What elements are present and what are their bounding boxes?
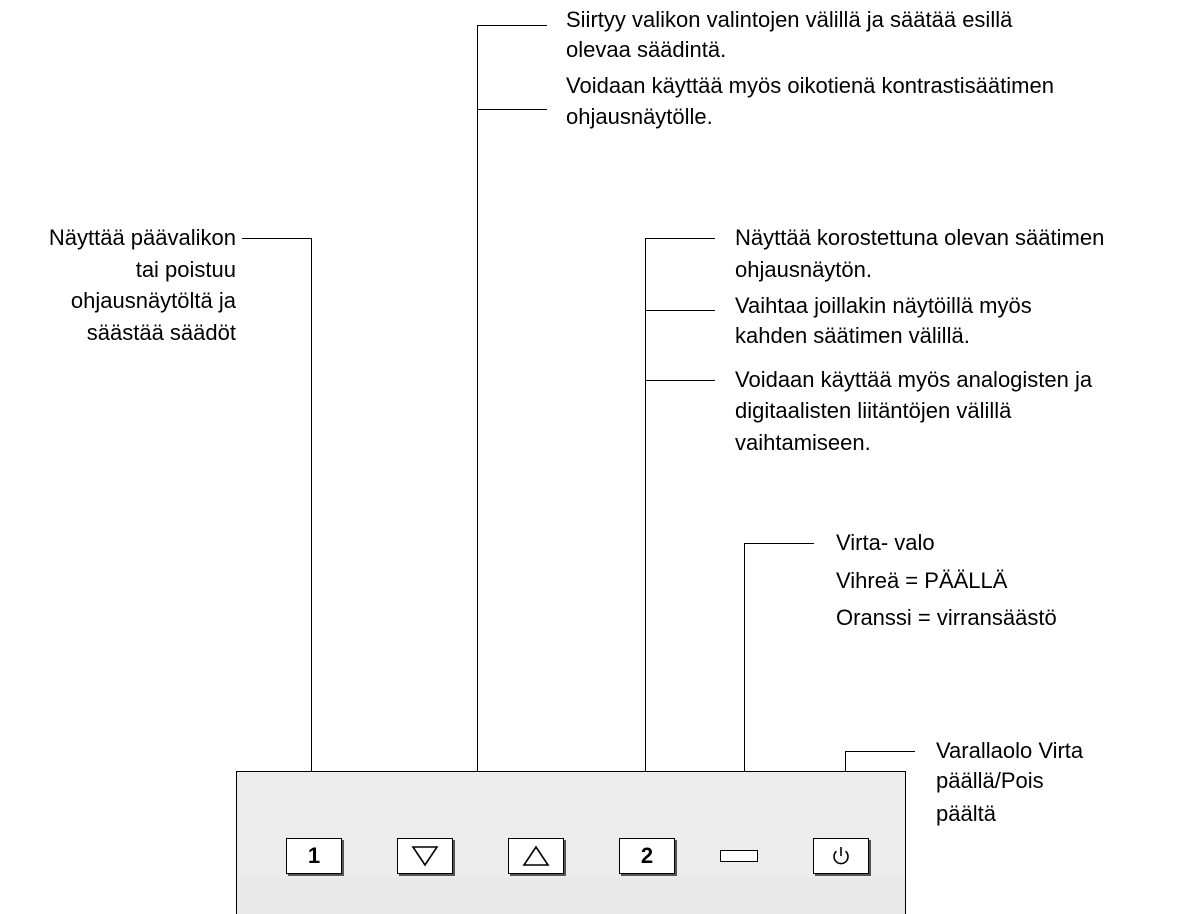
menu-callout-line3: ohjausnäytöltä ja bbox=[70, 288, 236, 313]
menu-leader-vertical bbox=[311, 238, 313, 838]
select-leader-3 bbox=[645, 380, 715, 382]
select-leader-2 bbox=[645, 310, 715, 312]
select-leader-1 bbox=[645, 238, 715, 240]
select-button[interactable]: 2 bbox=[619, 838, 675, 874]
select-callout-line3: Vaihtaa joillakin näytöillä myös bbox=[735, 293, 1032, 318]
power-callout-line1: Varallaolo Virta bbox=[936, 738, 1084, 763]
arrows-leader-middle bbox=[477, 109, 547, 111]
power-callout-line3: päältä bbox=[936, 801, 996, 826]
monitor-bezel-edge bbox=[236, 878, 906, 914]
power-leader-horizontal bbox=[845, 751, 915, 753]
select-callout-line1: Näyttää korostettuna olevan säätimen bbox=[735, 225, 1105, 250]
up-button[interactable] bbox=[508, 838, 564, 874]
down-button[interactable] bbox=[397, 838, 453, 874]
menu-callout-line4: säästää säädöt bbox=[86, 320, 236, 345]
arrows-callout-line4: ohjausnäytölle. bbox=[566, 104, 713, 129]
power-callout-line2: päällä/Pois bbox=[936, 768, 1044, 793]
led-callout-line2: Vihreä = PÄÄLLÄ bbox=[836, 568, 1008, 593]
triangle-up-icon bbox=[521, 844, 551, 868]
arrows-leader-vertical bbox=[477, 25, 479, 772]
menu-callout-line1: Näyttää päävalikon bbox=[48, 225, 236, 250]
power-led-icon bbox=[720, 850, 758, 862]
select-callout-line4: kahden säätimen välillä. bbox=[735, 323, 970, 348]
arrows-callout-line1: Siirtyy valikon valintojen välillä ja sä… bbox=[566, 7, 1013, 32]
arrows-leader-top bbox=[477, 25, 547, 27]
led-callout-line1: Virta- valo bbox=[836, 530, 935, 555]
triangle-down-icon bbox=[410, 844, 440, 868]
select-callout-line2: ohjausnäytön. bbox=[735, 257, 872, 282]
led-leader-vertical bbox=[744, 543, 746, 850]
select-callout-line6: digitaalisten liitäntöjen välillä bbox=[735, 398, 1012, 423]
select-callout-line7: vaihtamiseen. bbox=[735, 430, 871, 455]
arrows-callout-line2: olevaa säädintä. bbox=[566, 37, 727, 62]
select-callout-line5: Voidaan käyttää myös analogisten ja bbox=[735, 367, 1093, 392]
menu-leader-horizontal bbox=[242, 238, 312, 240]
select-leader-vertical bbox=[645, 238, 647, 838]
power-button[interactable] bbox=[813, 838, 869, 874]
menu-callout-line2: tai poistuu bbox=[135, 257, 236, 282]
led-callout-line3: Oranssi = virransäästö bbox=[836, 605, 1057, 630]
menu-button[interactable]: 1 bbox=[286, 838, 342, 874]
led-leader-horizontal bbox=[744, 543, 814, 545]
power-icon bbox=[829, 844, 853, 868]
arrows-callout-line3: Voidaan käyttää myös oikotienä kontrasti… bbox=[566, 73, 1054, 98]
